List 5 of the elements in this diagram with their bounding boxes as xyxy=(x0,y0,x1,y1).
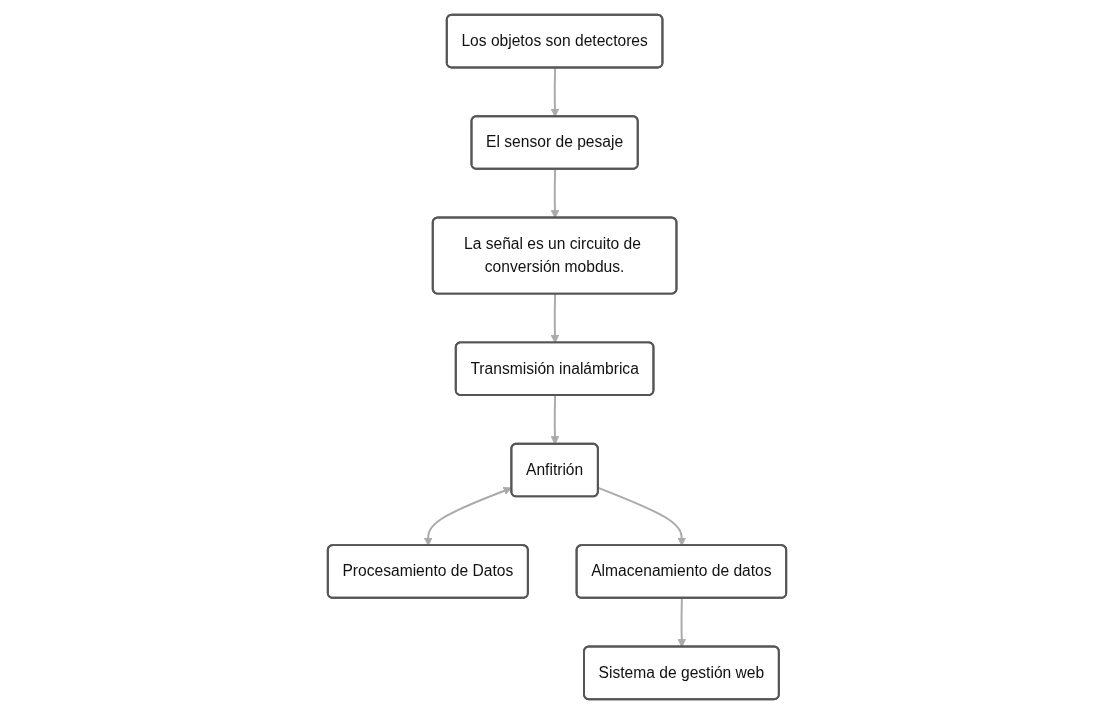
arrow xyxy=(550,168,559,219)
arrow xyxy=(550,66,559,118)
arrow xyxy=(550,394,559,445)
arrow xyxy=(550,293,559,344)
arrow xyxy=(676,597,686,648)
